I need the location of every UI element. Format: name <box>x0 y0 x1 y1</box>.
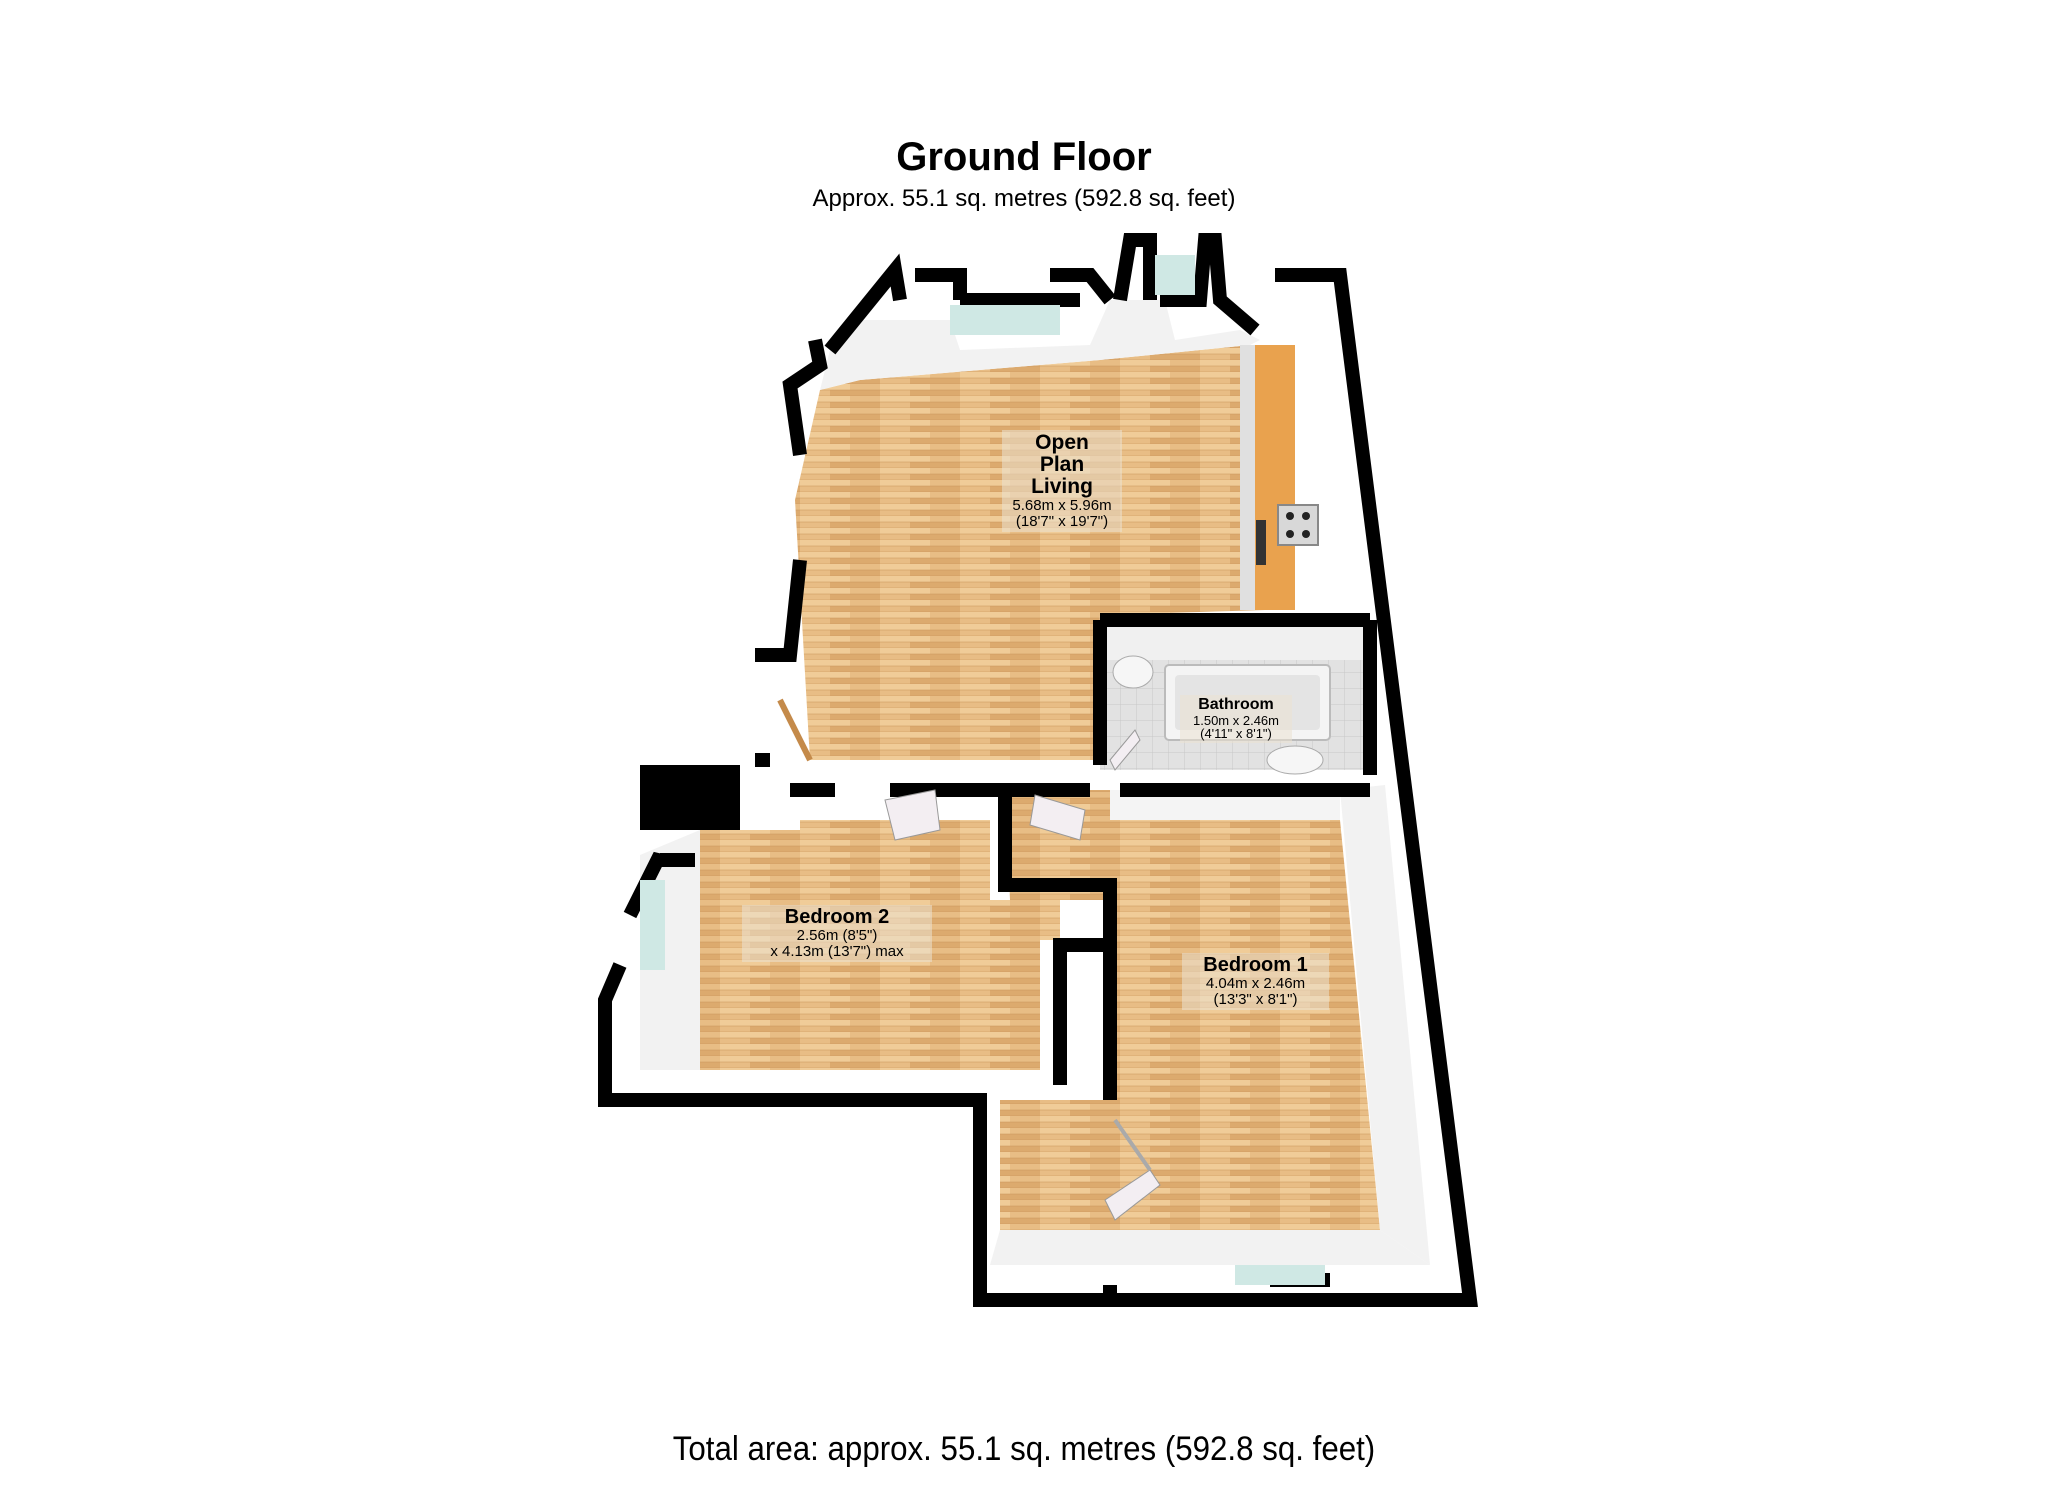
floor-title: Ground Floor <box>896 135 1152 179</box>
room-label-open-plan-living: Open Plan Living 5.68m x 5.96m (18'7" x … <box>1002 430 1122 532</box>
windows <box>640 255 1325 1285</box>
room-dim-imperial: (18'7" x 19'7") <box>1015 512 1109 530</box>
room-name: Plan <box>1039 453 1085 477</box>
room-label-bedroom-1: Bedroom 1 4.04m x 2.46m (13'3" x 8'1") <box>1182 953 1329 1010</box>
room-name: Bedroom 2 <box>784 906 890 928</box>
open-plan-living-room <box>795 300 1265 760</box>
room-label-bedroom-2: Bedroom 2 2.56m (8'5") x 4.13m (13'7") m… <box>742 905 932 962</box>
room-name: Living <box>1031 475 1093 499</box>
walls <box>598 233 1478 1307</box>
doors <box>777 698 1161 1221</box>
total-area-footer: Total area: approx. 55.1 sq. metres (592… <box>672 1430 1376 1468</box>
kitchen-counter <box>1240 345 1319 610</box>
room-dim-metric: 2.56m (8'5") <box>796 927 878 944</box>
floor-area-subtitle: Approx. 55.1 sq. metres (592.8 sq. feet) <box>812 185 1236 212</box>
room-dim-imperial: (13'3" x 8'1") <box>1213 990 1298 1008</box>
chimney-block <box>640 765 740 830</box>
room-name: Open <box>1035 431 1089 454</box>
sink-icon <box>1112 655 1154 689</box>
room-dim-metric: 4.04m x 2.46m <box>1205 975 1306 992</box>
room-label-bathroom: Bathroom 1.50m x 2.46m (4'11" x 8'1") <box>1180 695 1292 744</box>
room-dim-metric: 5.68m x 5.96m <box>1012 497 1112 515</box>
hob-icon <box>1277 504 1319 546</box>
toilet-icon <box>1266 745 1324 775</box>
room-name: Bedroom 1 <box>1203 954 1308 976</box>
room-name: Bathroom <box>1198 696 1274 713</box>
room-dim-metric: 1.50m x 2.46m <box>1193 712 1279 728</box>
room-dim-imperial: (4'11" x 8'1") <box>1200 726 1272 742</box>
room-dim-imperial: x 4.13m (13'7") max <box>770 942 904 960</box>
